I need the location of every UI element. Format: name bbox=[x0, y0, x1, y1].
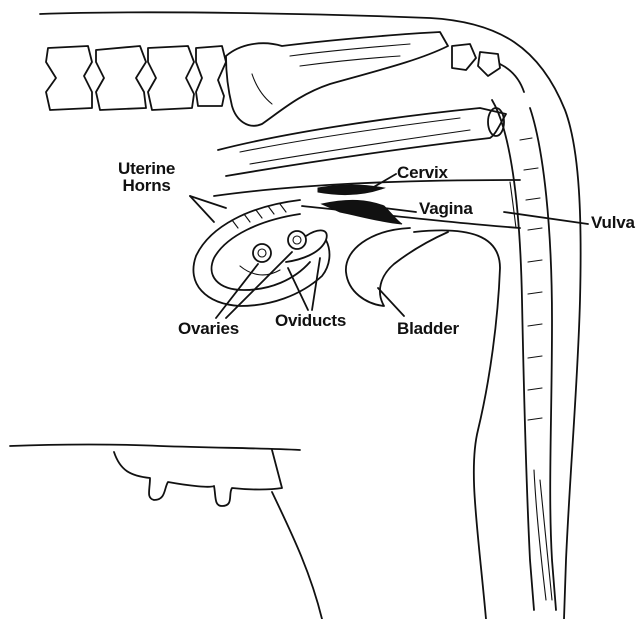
label-uterine-line1: Uterine bbox=[118, 160, 175, 177]
ovaries bbox=[253, 231, 306, 262]
label-ovaries: Ovaries bbox=[178, 320, 239, 337]
label-uterine-line2: Horns bbox=[118, 177, 175, 194]
uterine-horns bbox=[193, 200, 329, 306]
label-vagina: Vagina bbox=[419, 200, 473, 217]
udder bbox=[114, 450, 322, 619]
bladder-shape bbox=[346, 228, 448, 306]
label-uterine-horns: Uterine Horns bbox=[118, 160, 175, 194]
belly-outline bbox=[414, 230, 500, 619]
abdomen-line bbox=[10, 445, 300, 451]
tail bbox=[492, 100, 556, 610]
label-vulva: Vulva bbox=[591, 214, 635, 231]
label-bladder: Bladder bbox=[397, 320, 459, 337]
leader-lines bbox=[190, 174, 588, 318]
vagina-shape bbox=[322, 200, 402, 224]
label-oviducts: Oviducts bbox=[275, 312, 346, 329]
rectum bbox=[218, 108, 506, 176]
label-cervix: Cervix bbox=[397, 164, 448, 181]
